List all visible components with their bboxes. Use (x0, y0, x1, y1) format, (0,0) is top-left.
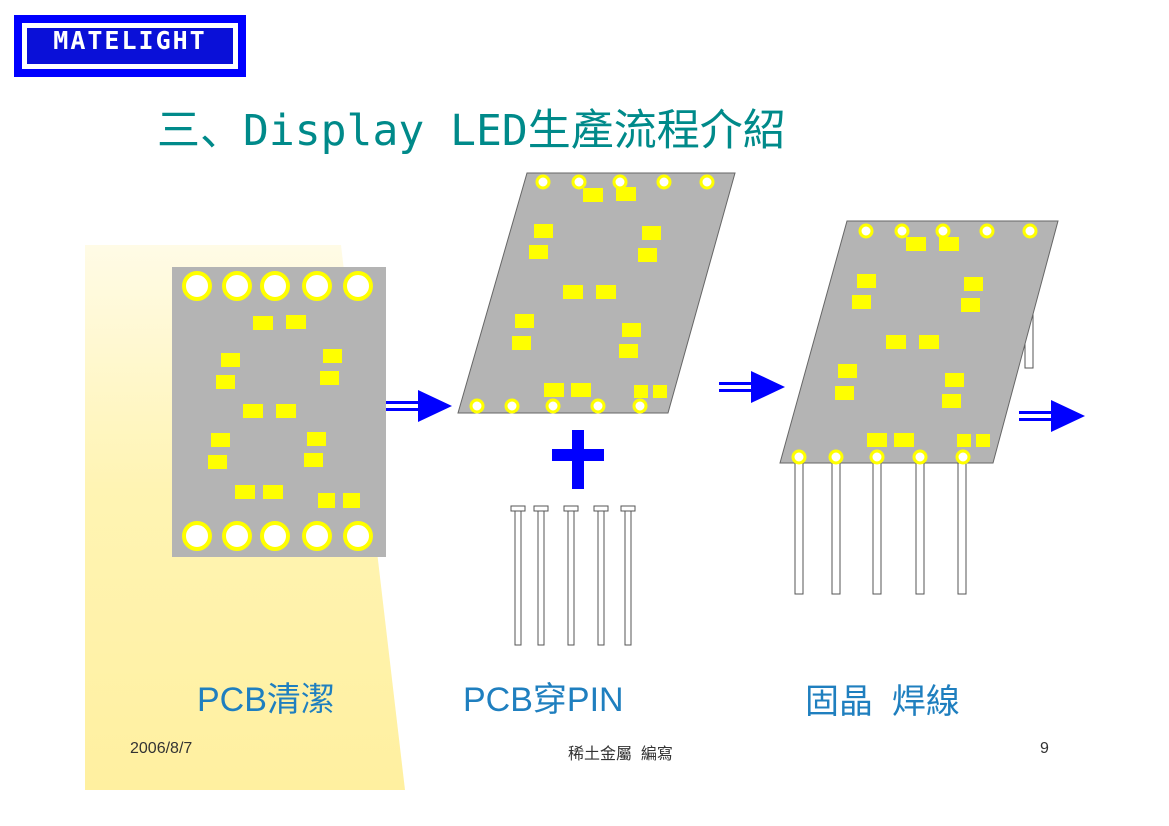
step-label-clean: PCB清潔 (197, 681, 335, 719)
footer-author: 稀土金屬 編寫 (568, 746, 673, 763)
pcb-board-bonded (779, 220, 1059, 595)
page-title: 三、Display LED生產流程介紹 (157, 106, 786, 156)
arrow-icon-3 (1019, 400, 1085, 432)
pcb-bottom-holes (182, 521, 373, 551)
arrow-icon-1 (386, 390, 452, 422)
logo-text: MATELIGHT (27, 28, 233, 64)
matelight-logo: MATELIGHT (14, 15, 246, 77)
pcb-top-holes (182, 271, 373, 301)
footer-date: 2006/8/7 (130, 740, 193, 757)
step-label-pin: PCB穿PIN (463, 681, 624, 719)
plus-icon (552, 430, 604, 489)
step-label-bond: 固晶 焊線 (805, 683, 960, 721)
pcb-board-pin (457, 172, 736, 414)
arrow-icon-2 (719, 371, 785, 403)
pcb-pads (208, 315, 360, 508)
pcb-board-clean (172, 267, 386, 557)
footer-page-number: 9 (1040, 740, 1049, 757)
pins-group (510, 505, 636, 646)
